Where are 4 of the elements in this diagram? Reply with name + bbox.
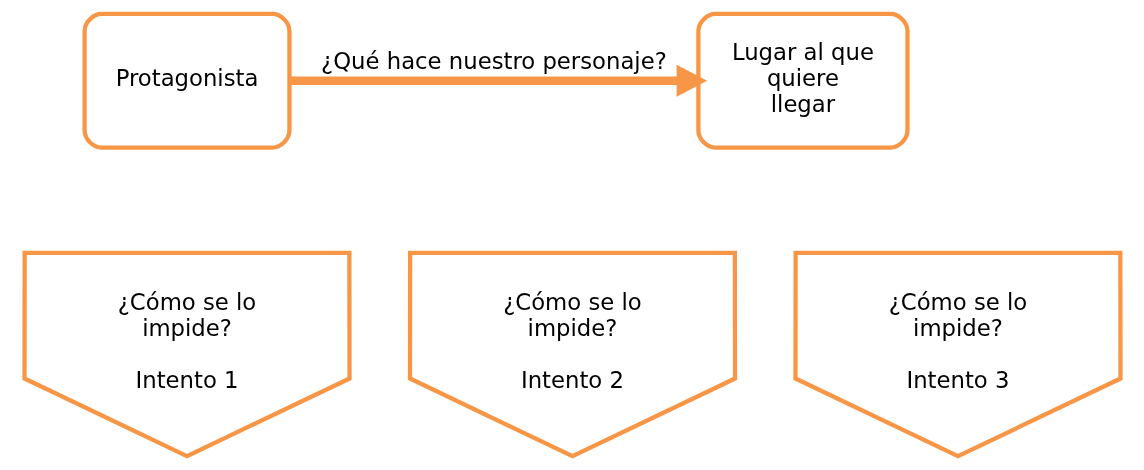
edge-label: ¿Qué hace nuestro personaje?	[320, 48, 667, 74]
node-box: Lugar al que quiere llegar	[695, 11, 910, 150]
arrow	[289, 64, 707, 97]
node-box: Protagonista	[81, 11, 292, 150]
